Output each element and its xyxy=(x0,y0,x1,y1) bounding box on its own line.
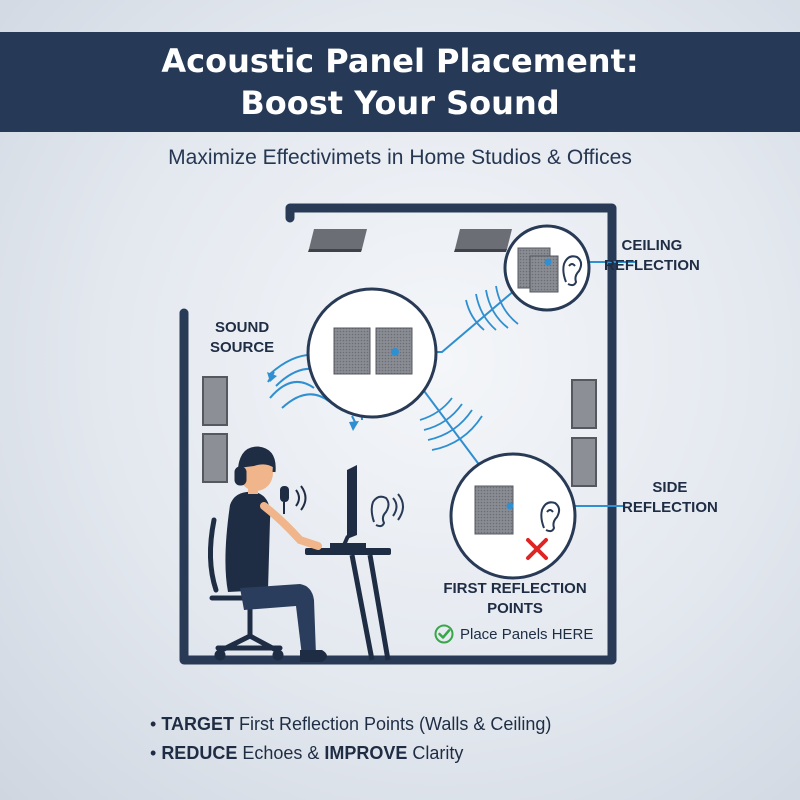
tip-keyword-2: IMPROVE xyxy=(324,743,408,763)
source-label-line-1: SOUND xyxy=(215,319,270,336)
ear-icon xyxy=(562,255,583,287)
side-label-line-2: REFLECTION xyxy=(622,499,718,516)
cross-icon xyxy=(526,538,548,560)
sound-source-label: SOUND SOURCE xyxy=(210,318,274,358)
ceiling-reflection-detail xyxy=(503,224,591,312)
place-panels-note: Place Panels HERE xyxy=(434,624,593,644)
tip-text-2: Clarity xyxy=(407,743,464,763)
tip-row: • TARGET First Reflection Points (Walls … xyxy=(150,710,551,739)
ceiling-panel-right-face xyxy=(454,249,507,252)
title-line-2: Boost Your Sound xyxy=(240,84,560,122)
side-label-line-1: SIDE xyxy=(652,479,688,496)
headphones-icon xyxy=(234,446,276,486)
desk xyxy=(305,548,391,661)
tip-keyword: TARGET xyxy=(161,714,234,734)
microphone-icon xyxy=(280,485,307,514)
ear-icon xyxy=(540,501,561,533)
wall-panel-right-bottom xyxy=(571,437,597,487)
first-label-line-1: FIRST REFLECTION xyxy=(443,580,587,597)
tips-list: • TARGET First Reflection Points (Walls … xyxy=(150,710,551,768)
place-panels-text: Place Panels HERE xyxy=(460,625,594,643)
title-banner: Acoustic Panel Placement: Boost Your Sou… xyxy=(0,32,800,132)
wall-panel-left-bottom xyxy=(202,433,228,483)
ceiling-panel-left-face xyxy=(308,249,362,252)
tip-text: First Reflection Points (Walls & Ceiling… xyxy=(233,714,552,734)
first-reflection-label: FIRST REFLECTION POINTS xyxy=(430,579,600,619)
check-icon xyxy=(434,624,454,644)
room-wall-outline xyxy=(179,203,617,665)
subtitle: Maximize Effectivimets in Home Studios &… xyxy=(168,146,632,169)
tip-keyword: REDUCE xyxy=(161,743,238,763)
source-label-line-2: SOURCE xyxy=(210,339,275,356)
ceiling-reflection-label: CEILING REFLECTION xyxy=(604,236,700,276)
ceiling-panel-left xyxy=(309,229,367,249)
first-label-line-2: POINTS xyxy=(487,600,543,617)
ceiling-panel-right xyxy=(455,229,512,249)
first-reflection-detail xyxy=(449,452,577,580)
monitor-icon xyxy=(330,465,366,548)
bullet-marker: • xyxy=(150,714,162,734)
person-figure xyxy=(225,449,327,662)
source-panel-detail xyxy=(306,287,438,419)
wall-panel-left-top xyxy=(202,376,228,426)
side-reflection-label: SIDE REFLECTION xyxy=(622,478,718,518)
side-sound-waves xyxy=(419,397,483,451)
wall-panel-right-top xyxy=(571,379,597,429)
tip-row: • REDUCE Echoes & IMPROVE Clarity xyxy=(150,739,551,768)
ceiling-sound-waves xyxy=(465,285,519,331)
ear-icon xyxy=(370,493,404,528)
title-line-1: Acoustic Panel Placement: xyxy=(161,42,639,80)
bullet-marker: • xyxy=(150,743,162,763)
ceiling-label-line-1: CEILING xyxy=(621,237,683,254)
tip-text: Echoes & xyxy=(237,743,325,763)
ceiling-label-line-2: REFLECTION xyxy=(604,257,700,274)
